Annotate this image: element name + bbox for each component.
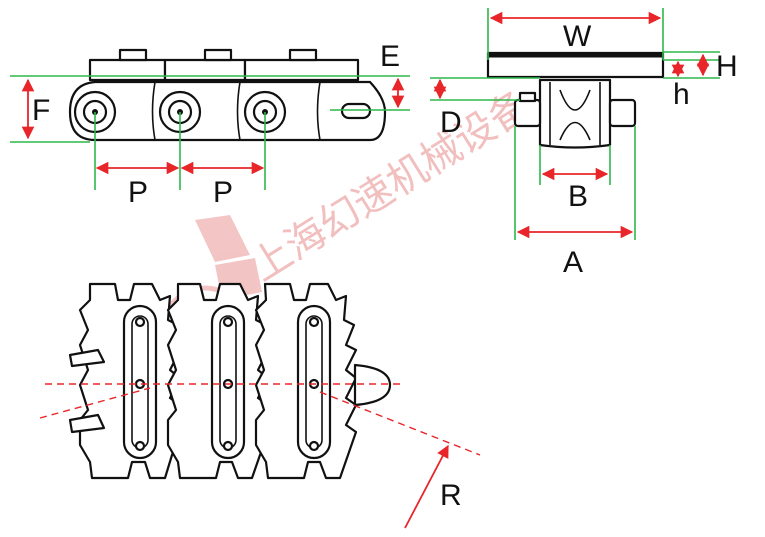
label-F: F [32, 94, 50, 127]
center-line-arc-right [319, 391, 481, 456]
radius-arrow [404, 444, 449, 529]
top-tab-2 [203, 48, 233, 62]
end-pin-left [513, 98, 542, 128]
link-body [68, 80, 387, 142]
top-plate-mid [163, 58, 247, 82]
label-W: W [563, 20, 592, 53]
label-P1: P [128, 176, 148, 209]
end-view: W H h D B A [430, 8, 738, 279]
top-tab-1 [118, 48, 148, 62]
end-roller-groove [559, 89, 591, 141]
label-B: B [568, 180, 588, 213]
label-A: A [563, 246, 583, 279]
label-P2: P [213, 176, 233, 209]
label-h: h [673, 78, 690, 111]
slot-link-1 [122, 304, 158, 460]
top-view: R [39, 282, 481, 529]
slot-link-2 [210, 304, 246, 460]
side-view: F E P P [10, 40, 410, 209]
end-pin-right [608, 98, 637, 128]
top-tab-3 [288, 48, 318, 62]
label-D: D [440, 106, 462, 139]
side-tab-left-top [68, 348, 106, 368]
link-seam-3 [316, 81, 321, 141]
side-knob-right [353, 363, 392, 407]
side-tab-left-bottom [68, 413, 106, 434]
link-seam-1 [151, 81, 156, 141]
top-plate-right [243, 58, 360, 82]
top-plate-left [88, 58, 167, 82]
end-pin-top [518, 91, 537, 103]
link-seam-2 [236, 81, 241, 141]
label-H: H [716, 50, 738, 83]
slot-end [340, 102, 372, 120]
slot-link-3 [296, 304, 332, 460]
label-E: E [380, 40, 400, 73]
label-R: R [440, 479, 462, 512]
